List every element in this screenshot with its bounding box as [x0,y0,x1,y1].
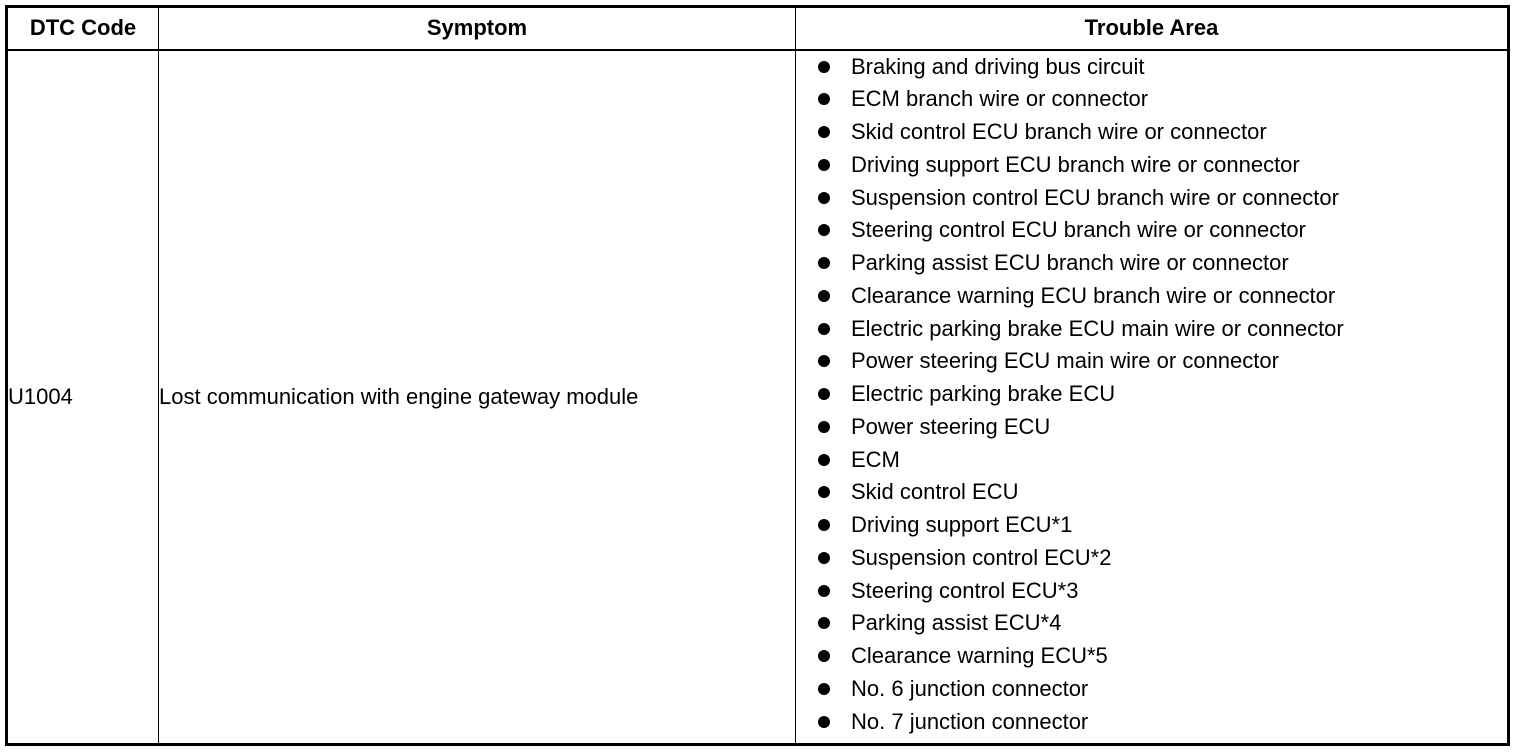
list-item: Clearance warning ECU branch wire or con… [796,280,1507,313]
bullet-icon [818,289,830,302]
bullet-icon [818,60,830,73]
bullet-icon [818,617,830,630]
list-item: Steering control ECU branch wire or conn… [796,214,1507,247]
bullet-icon [818,191,830,204]
symptom-cell: Lost communication with engine gateway m… [158,49,796,745]
trouble-area-item: Parking assist ECU branch wire or connec… [851,250,1289,275]
trouble-area-item: No. 6 junction connector [851,675,1089,701]
list-item: Suspension control ECU branch wire or co… [796,182,1507,215]
bullet-icon [818,584,830,597]
bullet-icon [818,682,830,695]
trouble-area-item: Driving support ECU branch wire or conne… [851,151,1300,177]
list-item: No. 7 junction connector [796,706,1507,739]
trouble-area-item: Braking and driving bus circuit [851,53,1145,79]
list-item: Power steering ECU main wire or connecto… [796,345,1507,378]
trouble-area-item: Suspension control ECU*2 [851,544,1112,570]
list-item: Parking assist ECU branch wire or connec… [796,247,1507,280]
bullet-icon [818,257,830,269]
trouble-area-item: Power steering ECU [851,413,1051,439]
trouble-area-item: Clearance warning ECU branch wire or con… [851,282,1336,308]
list-item: Skid control ECU [796,476,1507,509]
dtc-code-cell: U1004 [6,49,159,745]
trouble-area-item: ECM branch wire or connector [851,86,1149,112]
trouble-area-item: Suspension control ECU branch wire or co… [851,184,1339,210]
trouble-area-item: Parking assist ECU*4 [851,610,1062,636]
bullet-icon [818,93,830,106]
bullet-icon [818,388,830,400]
list-item: No. 6 junction connector [796,673,1507,706]
dtc-table: DTC Code Symptom Trouble Area U1004 Lost… [5,5,1510,746]
trouble-area-item: Steering control ECU*3 [851,577,1079,603]
list-item: Suspension control ECU*2 [796,542,1507,575]
list-item: Parking assist ECU*4 [796,607,1507,640]
trouble-area-item: Driving support ECU*1 [851,512,1073,537]
trouble-area-item: Clearance warning ECU*5 [851,643,1108,668]
header-row: DTC Code Symptom Trouble Area [6,6,1509,51]
bullet-icon [818,551,830,564]
header-trouble-area: Trouble Area [795,6,1509,51]
trouble-area-item: Electric parking brake ECU main wire or … [851,315,1344,341]
bullet-icon [818,126,830,138]
list-item: Skid control ECU branch wire or connecto… [796,116,1507,149]
bullet-icon [818,420,830,433]
list-item: ECM branch wire or connector [796,83,1507,116]
bullet-icon [818,486,830,499]
list-item: Braking and driving bus circuit [796,51,1507,84]
bullet-icon [818,519,830,531]
trouble-area-item: No. 7 junction connector [851,708,1089,734]
bullet-icon [818,650,830,662]
bullet-icon [818,224,830,237]
list-item: Power steering ECU [796,411,1507,444]
bullet-icon [818,715,830,728]
list-item: Steering control ECU*3 [796,575,1507,608]
trouble-area-item: ECM [851,446,900,472]
header-dtc-code: DTC Code [6,6,159,51]
bullet-icon [818,158,830,171]
header-symptom: Symptom [158,6,796,51]
list-item: Clearance warning ECU*5 [796,640,1507,673]
trouble-area-item: Skid control ECU branch wire or connecto… [851,119,1267,144]
list-item: ECM [796,444,1507,477]
trouble-area-item: Skid control ECU [851,479,1019,505]
bullet-icon [818,453,830,466]
table-row: U1004 Lost communication with engine gat… [6,49,1509,745]
list-item: Electric parking brake ECU main wire or … [796,313,1507,346]
trouble-area-item: Electric parking brake ECU [851,381,1116,406]
trouble-area-item: Power steering ECU main wire or connecto… [851,348,1279,374]
trouble-area-item: Steering control ECU branch wire or conn… [851,217,1306,243]
bullet-icon [818,322,830,335]
list-item: Driving support ECU*1 [796,509,1507,542]
bullet-icon [818,355,830,368]
list-item: Electric parking brake ECU [796,378,1507,411]
list-item: Driving support ECU branch wire or conne… [796,149,1507,182]
